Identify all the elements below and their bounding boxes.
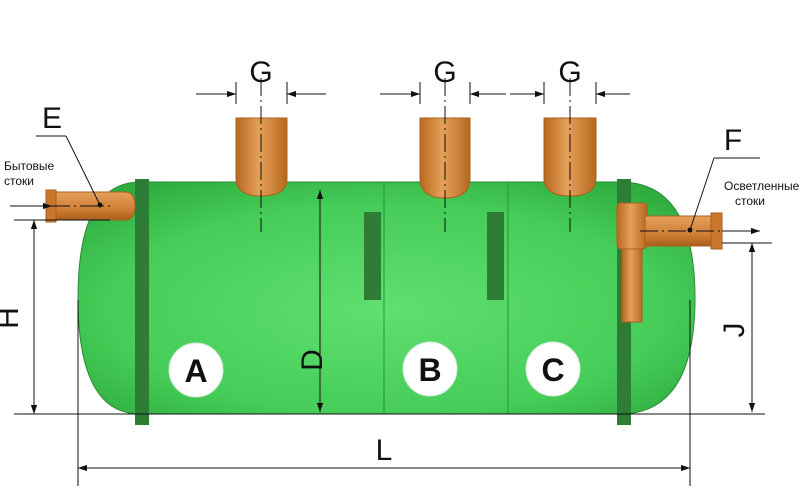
- flange-left: [135, 179, 149, 425]
- dim-j-label: J: [718, 323, 751, 338]
- outlet-label-line2: стоки: [735, 194, 765, 208]
- dim-h-label: H: [0, 307, 25, 329]
- chamber-b: B: [402, 341, 458, 397]
- chamber-a: A: [168, 342, 224, 398]
- dim-g-3: G: [510, 56, 630, 104]
- baffle-1: [364, 212, 381, 300]
- dim-g-1: G: [196, 56, 326, 104]
- dim-j: J: [718, 242, 772, 412]
- dim-l-label: L: [376, 434, 393, 467]
- baffle-2: [487, 212, 504, 300]
- dim-e-label: E: [42, 102, 62, 135]
- dim-l: L: [77, 300, 691, 486]
- inlet-label-line2: стоки: [4, 174, 34, 188]
- dim-d-label: D: [296, 349, 329, 371]
- outlet-label-line1: Осветленные: [724, 179, 800, 193]
- dim-g-label-2: G: [433, 56, 456, 89]
- dim-h: H: [0, 219, 765, 415]
- chamber-a-label: A: [184, 353, 207, 389]
- dim-g-2: G: [380, 56, 506, 104]
- chamber-c: C: [525, 341, 581, 397]
- chamber-b-label: B: [418, 352, 441, 388]
- dim-f-label: F: [724, 124, 742, 157]
- chamber-c-label: C: [541, 352, 564, 388]
- dim-d: D: [296, 190, 329, 412]
- dim-g-label-1: G: [249, 56, 272, 89]
- inlet-label-line1: Бытовые: [4, 159, 55, 173]
- dim-g-label-3: G: [558, 56, 581, 89]
